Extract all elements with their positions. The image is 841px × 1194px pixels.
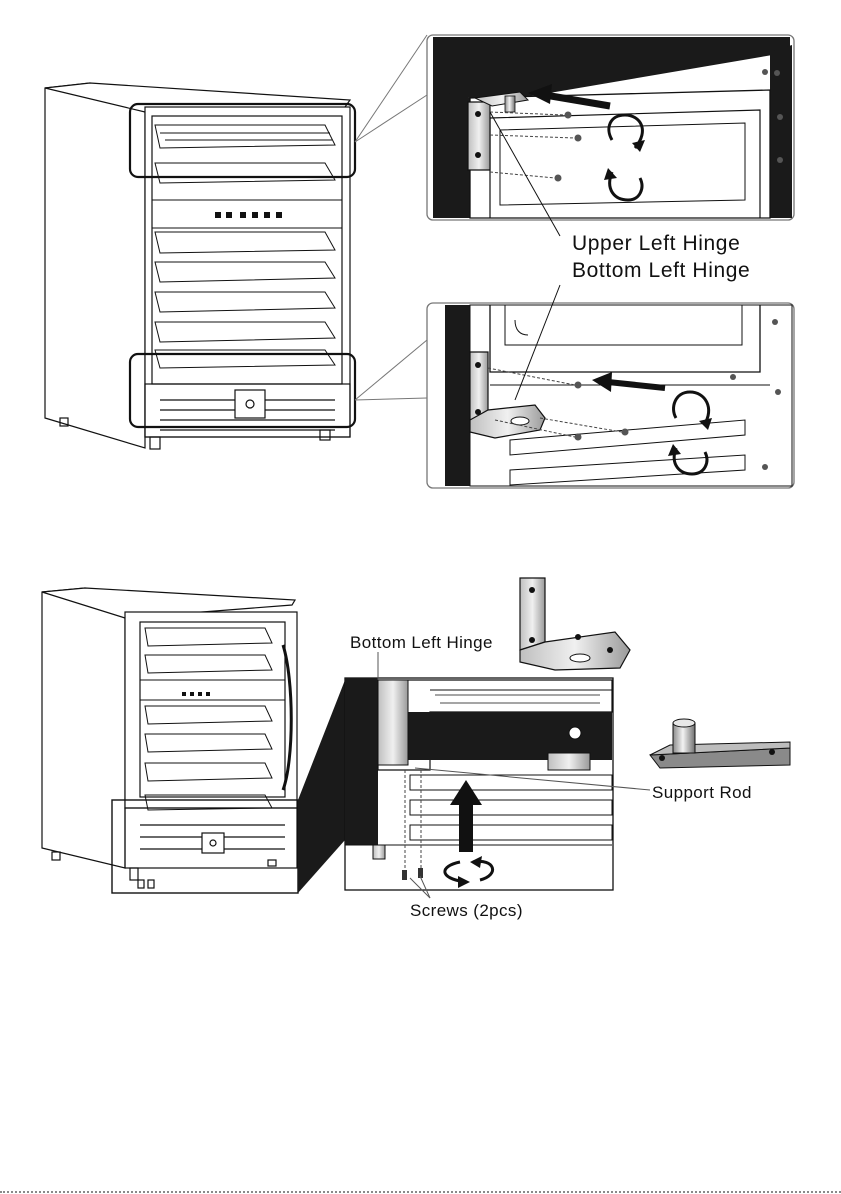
upper-left-hinge-label: Upper Left Hinge — [572, 232, 740, 255]
support-rod-closeup — [345, 678, 613, 890]
lock-bottom — [202, 833, 224, 853]
upper-hinge-closeup — [427, 35, 794, 220]
callout-wedge — [298, 680, 345, 893]
screws-label: Screws (2pcs) — [410, 901, 523, 920]
wine-cooler-top — [45, 83, 350, 449]
lock-top — [235, 390, 265, 418]
wine-cooler-bottom — [42, 588, 297, 888]
bottom-hinge-closeup — [427, 303, 794, 488]
page-bottom-rule — [0, 1191, 841, 1193]
bottom-left-hinge-label: Bottom Left Hinge — [572, 259, 750, 282]
callout-leaders-top — [355, 35, 427, 400]
bottom-left-hinge-part — [520, 578, 630, 670]
support-rod-label: Support Rod — [652, 783, 752, 802]
support-rod-part — [650, 719, 790, 768]
bottom-left-hinge-label-lower: Bottom Left Hinge — [350, 633, 493, 652]
